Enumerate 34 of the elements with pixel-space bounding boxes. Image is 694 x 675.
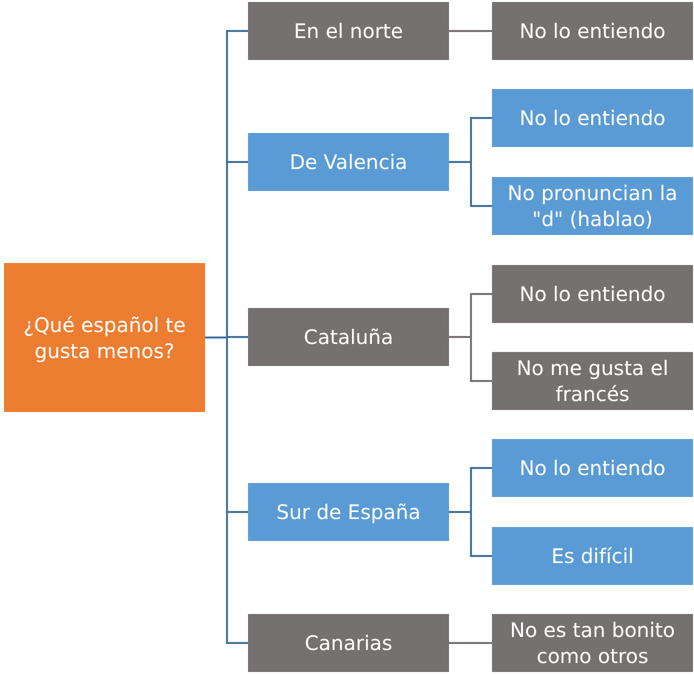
category-box <box>248 133 449 191</box>
connector-line <box>449 642 492 644</box>
box-label: Cataluña <box>304 324 394 350</box>
connector-line <box>449 511 492 557</box>
box-label: No es tan bonito como otros <box>508 617 676 669</box>
box-label: Es difícil <box>551 543 634 569</box>
box-label: No me gusta el francés <box>516 355 670 407</box>
category-box <box>492 352 693 410</box>
category-box <box>492 177 693 235</box>
box-label: No pronuncian la "d" (hablao) <box>506 180 678 232</box>
category-box <box>492 614 693 672</box>
category-box <box>492 527 693 585</box>
category-box <box>492 89 693 147</box>
box-label: Canarias <box>304 630 392 656</box>
connector-line <box>449 161 492 207</box>
category-box <box>248 483 449 541</box>
root-box <box>4 263 205 412</box>
connector-line <box>205 336 248 644</box>
category-box <box>492 2 693 60</box>
category-box <box>248 614 449 672</box>
box-label: No lo entiendo <box>520 455 666 481</box>
box-label: ¿Qué español te gusta menos? <box>22 312 187 364</box>
connector-line <box>449 336 492 382</box>
box-label: De Valencia <box>290 149 408 175</box>
box-label: Sur de España <box>276 499 421 525</box>
category-box <box>248 2 449 60</box>
box-label: No lo entiendo <box>520 281 666 307</box>
category-box <box>492 265 693 323</box>
category-box <box>492 439 693 497</box>
box-label: En el norte <box>294 18 404 44</box>
connector-line <box>449 30 492 32</box>
category-box <box>248 308 449 366</box>
box-label: No lo entiendo <box>520 18 666 44</box>
box-label: No lo entiendo <box>520 105 666 131</box>
